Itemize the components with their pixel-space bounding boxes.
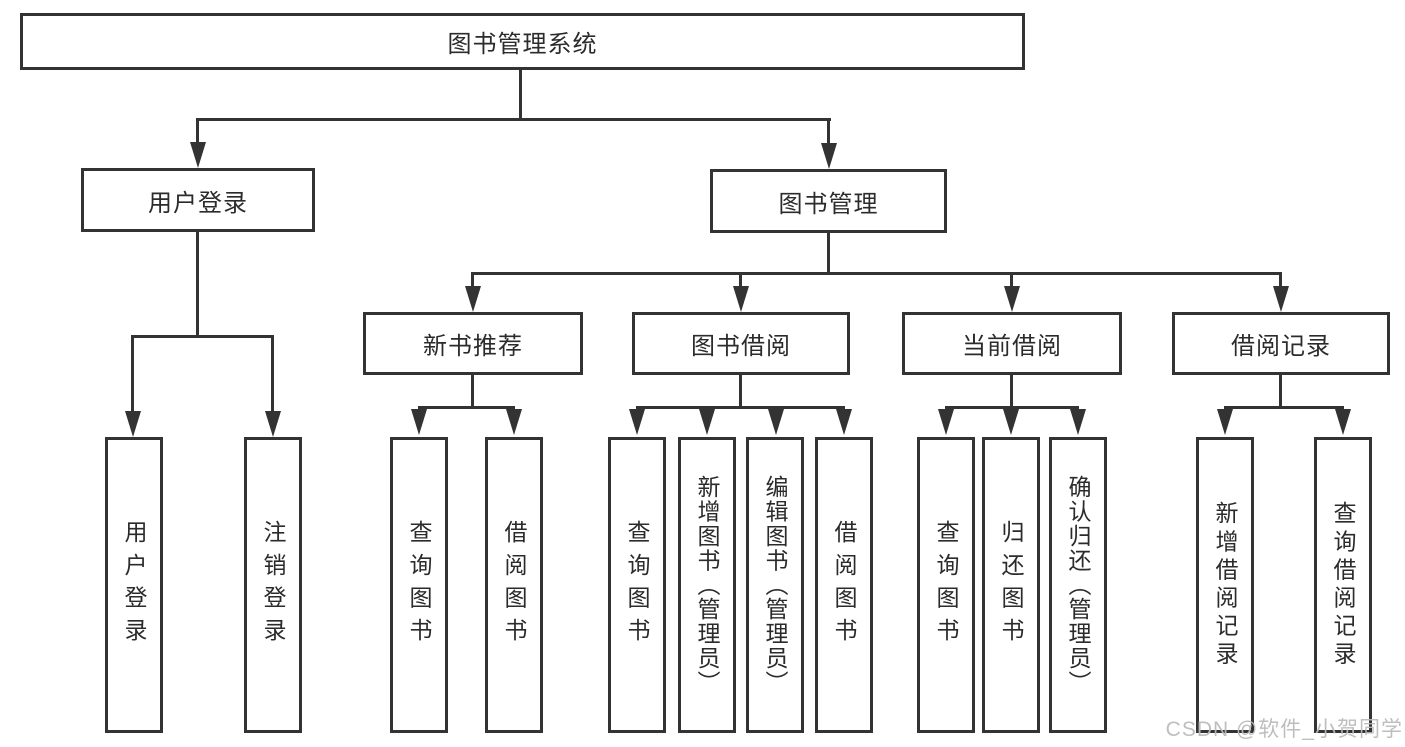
- leaf-user-login-label: 用户登录: [121, 519, 147, 651]
- connector-b2-stem: [739, 375, 742, 406]
- leaf-user-login: 用户登录: [105, 437, 163, 733]
- arrowhead-branch3: [1004, 286, 1020, 312]
- leaf-b2-borrow-book: 借阅图书: [815, 437, 873, 733]
- connector-b4-stem: [1279, 375, 1282, 406]
- leaf-b3-confirm-return-admin-label: 确认归还（管理员）: [1065, 475, 1091, 695]
- leaf-logout-label: 注销登录: [260, 519, 286, 651]
- node-book-management-label: 图书管理: [778, 190, 879, 218]
- connector-branch4-stub: [1279, 272, 1282, 288]
- node-new-book-recommend-label: 新书推荐: [423, 333, 523, 360]
- connector-branch2-stub: [739, 272, 742, 288]
- arrowhead-login-child1: [125, 411, 141, 437]
- connector-b3-rail: [945, 406, 1079, 409]
- connector-login-rail: [132, 335, 274, 338]
- connector-login-stub: [196, 118, 199, 143]
- node-user-login-label: 用户登录: [148, 189, 248, 217]
- connector-b1-rail: [418, 406, 515, 409]
- leaf-logout: 注销登录: [244, 437, 302, 733]
- leaf-b4-add-record: 新增借阅记录: [1196, 437, 1254, 733]
- arrowhead-b2-c3: [768, 409, 784, 435]
- node-root-label: 图书管理系统: [447, 31, 598, 58]
- leaf-b3-return-book-label: 归还图书: [998, 519, 1024, 651]
- node-current-borrow: 当前借阅: [902, 312, 1122, 375]
- connector-b3-stem: [1010, 375, 1013, 406]
- leaf-b4-query-record-label: 查询借阅记录: [1330, 500, 1356, 670]
- connector-b4-rail: [1224, 406, 1344, 409]
- leaf-b2-query-book-label: 查询图书: [624, 519, 650, 651]
- arrowhead-mgmt: [821, 143, 837, 169]
- connector-mgmt-rail: [471, 272, 1282, 275]
- connector-branch1-stub: [471, 272, 474, 288]
- arrowhead-login: [190, 142, 206, 168]
- arrowhead-b1-c1: [411, 409, 427, 435]
- node-root: 图书管理系统: [20, 13, 1025, 70]
- leaf-b2-query-book: 查询图书: [608, 437, 666, 733]
- node-new-book-recommend: 新书推荐: [363, 312, 583, 375]
- arrowhead-b2-c4: [836, 409, 852, 435]
- connector-b2-rail: [636, 406, 845, 409]
- leaf-b4-query-record: 查询借阅记录: [1314, 437, 1372, 733]
- arrowhead-b3-c1: [938, 409, 954, 435]
- arrowhead-b2-c1: [629, 409, 645, 435]
- arrowhead-b4-c1: [1217, 409, 1233, 435]
- leaf-b3-return-book: 归还图书: [982, 437, 1040, 733]
- leaf-b1-borrow-book-label: 借阅图书: [501, 519, 527, 651]
- arrowhead-branch2: [733, 286, 749, 312]
- leaf-b1-query-book-label: 查询图书: [406, 519, 432, 651]
- leaf-b2-add-book-admin-label: 新增图书（管理员）: [694, 475, 720, 695]
- connector-b1-stem: [471, 375, 474, 406]
- arrowhead-b3-c2: [1003, 409, 1019, 435]
- node-book-management: 图书管理: [710, 169, 947, 233]
- leaf-b4-add-record-label: 新增借阅记录: [1212, 500, 1238, 670]
- connector-root-rail: [197, 118, 831, 121]
- arrowhead-b3-c3: [1070, 409, 1086, 435]
- leaf-b2-add-book-admin: 新增图书（管理员）: [678, 437, 736, 733]
- arrowhead-b4-c2: [1335, 409, 1351, 435]
- node-book-borrow-label: 图书借阅: [691, 333, 791, 360]
- arrowhead-login-child2: [265, 411, 281, 437]
- csdn-watermark: CSDN @软件_小贺同学: [1165, 718, 1403, 741]
- leaf-b3-query-book-label: 查询图书: [933, 519, 959, 651]
- node-borrow-record-label: 借阅记录: [1231, 333, 1331, 360]
- leaf-b2-edit-book-admin: 编辑图书（管理员）: [746, 437, 804, 733]
- arrowhead-branch1: [465, 286, 481, 312]
- node-user-login: 用户登录: [81, 168, 315, 232]
- connector-mgmt-stub: [827, 118, 830, 144]
- arrowhead-b2-c2: [699, 409, 715, 435]
- node-current-borrow-label: 当前借阅: [962, 333, 1062, 360]
- leaf-b2-edit-book-admin-label: 编辑图书（管理员）: [762, 475, 788, 695]
- connector-root-stem: [519, 69, 522, 119]
- leaf-b1-query-book: 查询图书: [390, 437, 448, 733]
- node-borrow-record: 借阅记录: [1172, 312, 1390, 375]
- leaf-b3-query-book: 查询图书: [917, 437, 975, 733]
- connector-branch3-stub: [1010, 272, 1013, 288]
- leaf-b1-borrow-book: 借阅图书: [485, 437, 543, 733]
- connector-login-stem: [196, 232, 199, 335]
- leaf-b3-confirm-return-admin: 确认归还（管理员）: [1049, 437, 1107, 733]
- connector-login-child2-stub: [271, 335, 274, 412]
- leaf-b2-borrow-book-label: 借阅图书: [831, 519, 857, 651]
- node-book-borrow: 图书借阅: [632, 312, 850, 375]
- connector-mgmt-stem: [827, 233, 830, 272]
- arrowhead-b1-c2: [506, 409, 522, 435]
- arrowhead-branch4: [1273, 286, 1289, 312]
- connector-login-child1-stub: [131, 335, 134, 412]
